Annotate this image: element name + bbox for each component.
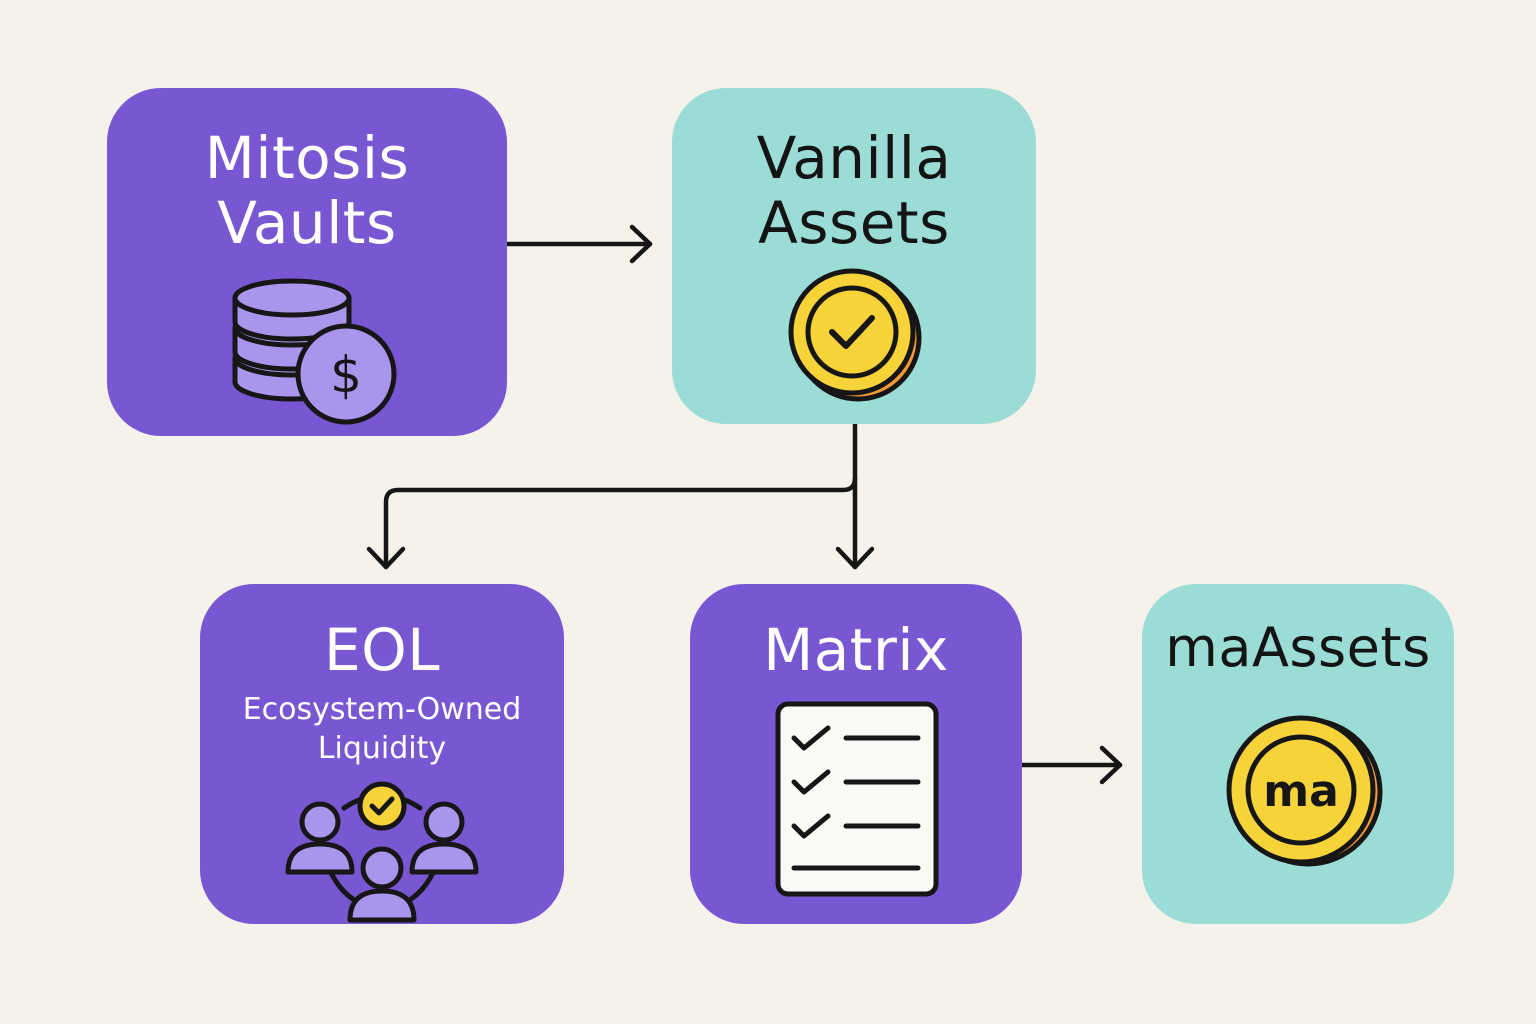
- eol-node: EOL Ecosystem-Owned Liquidity: [200, 584, 564, 924]
- arrow-matrix-to-maassets: [1019, 745, 1123, 785]
- checklist-icon: [775, 701, 939, 897]
- vanilla-assets-title-line1: Vanilla: [756, 124, 952, 192]
- vanilla-assets-node: Vanilla Assets: [672, 88, 1036, 424]
- ma-coin-label: ma: [1263, 766, 1339, 817]
- ma-assets-title: maAssets: [1165, 616, 1431, 679]
- dollar-symbol: $: [330, 346, 362, 404]
- arrow-vaults-to-vanilla: [504, 224, 653, 264]
- vanilla-assets-title: Vanilla Assets: [672, 126, 1036, 256]
- eol-subtitle-line1: Ecosystem-Owned: [242, 692, 522, 727]
- check-coin-icon: [788, 268, 922, 402]
- mitosis-vaults-title: Mitosis Vaults: [107, 126, 507, 256]
- arrow-vanilla-to-matrix: [835, 475, 875, 570]
- community-check-icon: [285, 781, 479, 923]
- ma-assets-node: maAssets ma: [1142, 584, 1454, 924]
- eol-subtitle: Ecosystem-Owned Liquidity: [200, 690, 564, 768]
- vanilla-assets-title-line2: Assets: [758, 188, 950, 257]
- database-coin-icon: $: [232, 278, 397, 425]
- mitosis-vaults-title-line2: Vaults: [217, 188, 397, 257]
- eol-subtitle-line2: Liquidity: [317, 731, 447, 766]
- ma-coin-icon: ma: [1226, 715, 1383, 867]
- eol-title: EOL: [323, 616, 441, 684]
- arrow-vanilla-to-eol: [366, 422, 858, 570]
- mitosis-vaults-title-line1: Mitosis: [204, 124, 410, 192]
- matrix-title: Matrix: [763, 616, 949, 684]
- matrix-node: Matrix: [690, 584, 1022, 924]
- mitosis-vaults-node: Mitosis Vaults $: [107, 88, 507, 436]
